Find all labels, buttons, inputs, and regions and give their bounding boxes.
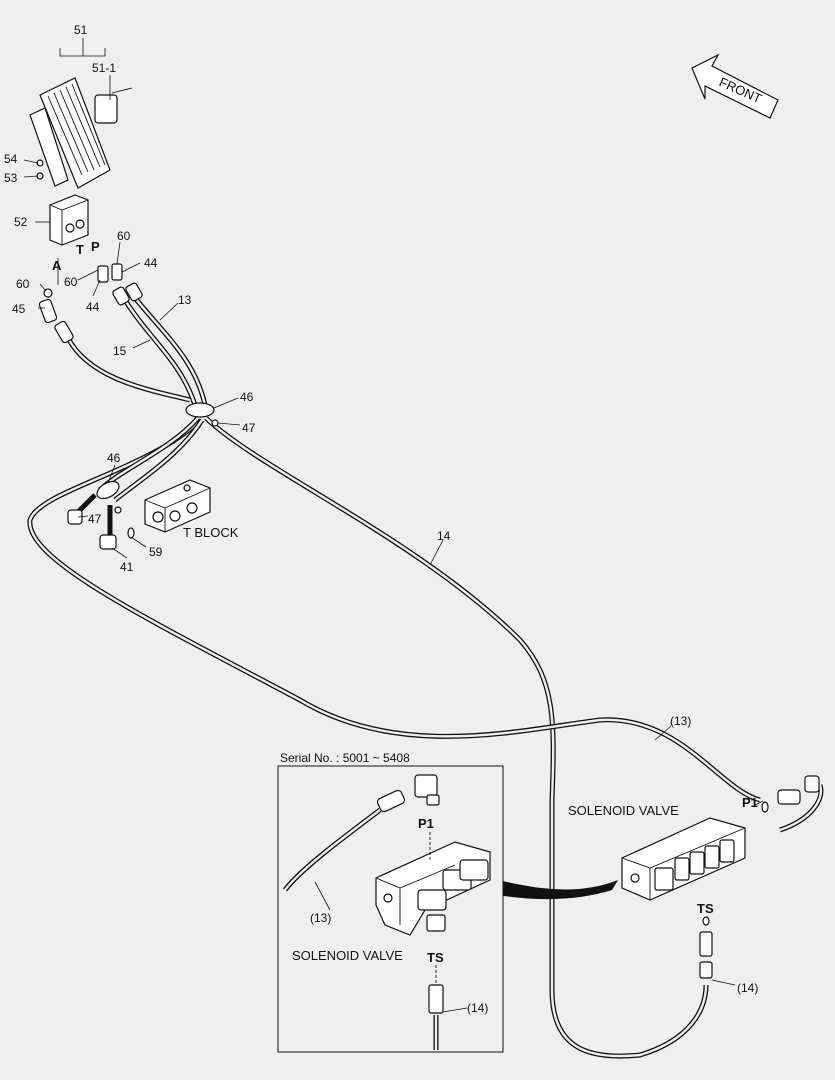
inset-label-14: (14): [467, 1001, 488, 1015]
label-46-lower: 46: [107, 451, 121, 465]
leader-lines: [23, 38, 764, 1013]
label-53: 53: [4, 171, 18, 185]
label-p1: P1: [742, 795, 758, 810]
label-51-1: 51-1: [92, 61, 116, 75]
solenoid-valve-main: [621, 775, 820, 979]
label-ts: TS: [697, 901, 714, 916]
pedal-valve-block: [49, 194, 89, 246]
label-45: 45: [12, 302, 26, 316]
label-15: 15: [113, 344, 127, 358]
label-47-top: 47: [242, 421, 256, 435]
label-46-top: 46: [240, 390, 254, 404]
label-14-ref: (14): [737, 981, 758, 995]
inset-label-solenoid: SOLENOID VALVE: [292, 948, 403, 963]
label-44-lower: 44: [86, 300, 100, 314]
t-block: [144, 479, 211, 533]
inset-label-ts: TS: [427, 950, 444, 965]
inset-pointer: [498, 880, 618, 900]
label-51: 51: [74, 23, 88, 37]
inset-title: Serial No. : 5001 ~ 5408: [280, 751, 410, 765]
label-47-lower: 47: [88, 512, 102, 526]
part-labels: 51 51-1 54 53 52 A T P 60 60 60 44 44 45…: [4, 23, 758, 1015]
label-60-left: 60: [16, 277, 30, 291]
label-14: 14: [437, 529, 451, 543]
label-13-ref: (13): [670, 714, 691, 728]
label-54: 54: [4, 152, 18, 166]
serial-inset: [277, 765, 504, 1053]
label-solenoid-valve: SOLENOID VALVE: [568, 803, 679, 818]
label-59: 59: [149, 545, 163, 559]
label-P: P: [91, 239, 100, 254]
front-arrow: FRONT: [691, 53, 779, 119]
inset-label-p1: P1: [418, 816, 434, 831]
pedal-assembly: [29, 77, 133, 189]
label-44-right: 44: [144, 256, 158, 270]
label-T: T: [76, 242, 84, 257]
label-60-mid: 60: [64, 275, 78, 289]
inset-label-13: (13): [310, 911, 331, 925]
label-60-top: 60: [117, 229, 131, 243]
label-A: A: [52, 258, 62, 273]
label-52: 52: [14, 215, 28, 229]
label-13: 13: [178, 293, 192, 307]
label-t-block: T BLOCK: [183, 525, 239, 540]
label-41: 41: [120, 560, 134, 574]
